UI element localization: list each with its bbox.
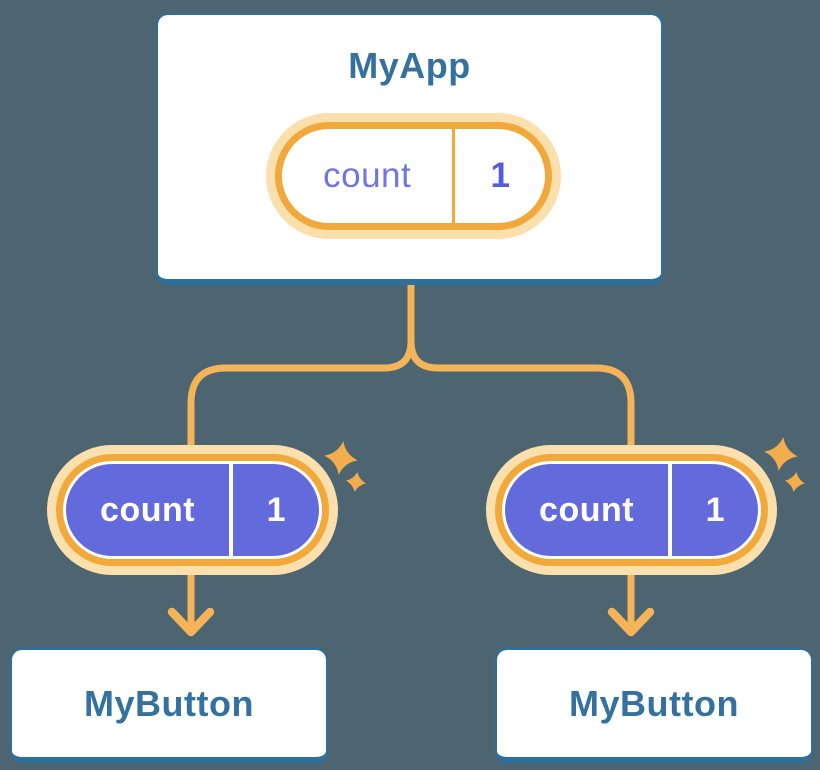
state-name: count xyxy=(323,156,412,195)
pill-divider xyxy=(452,129,456,223)
state-value: 1 xyxy=(705,490,725,529)
state-name: count xyxy=(539,490,635,529)
component-title: MyButton xyxy=(569,682,739,724)
state-pill-child-right: count 1 xyxy=(495,454,768,566)
component-card-myapp: MyApp count 1 xyxy=(156,13,663,285)
arrow-head-left xyxy=(167,607,215,637)
connector-branch-right xyxy=(407,337,635,474)
sparkle-icon xyxy=(785,472,805,492)
component-title: MyApp xyxy=(348,45,471,86)
connector-branch-left xyxy=(187,337,415,474)
state-pill-cells: count 1 xyxy=(505,464,758,556)
pill-divider xyxy=(668,464,673,556)
state-name: count xyxy=(100,490,196,529)
component-title: MyButton xyxy=(84,682,254,724)
state-value: 1 xyxy=(490,156,510,195)
arrow-head-right xyxy=(607,607,655,637)
state-pill-cells: count 1 xyxy=(66,464,319,556)
state-pill-root: count 1 xyxy=(275,122,552,230)
sparkle-icon xyxy=(324,441,358,475)
state-pill-cells: count 1 xyxy=(282,129,545,223)
component-card-mybutton-right: MyButton xyxy=(495,648,813,763)
state-pill-child-left: count 1 xyxy=(56,454,329,566)
state-value: 1 xyxy=(266,490,286,529)
sparkle-icon xyxy=(764,437,798,471)
sparkle-icon xyxy=(346,472,366,492)
component-card-mybutton-left: MyButton xyxy=(10,648,328,763)
pill-divider xyxy=(229,464,234,556)
